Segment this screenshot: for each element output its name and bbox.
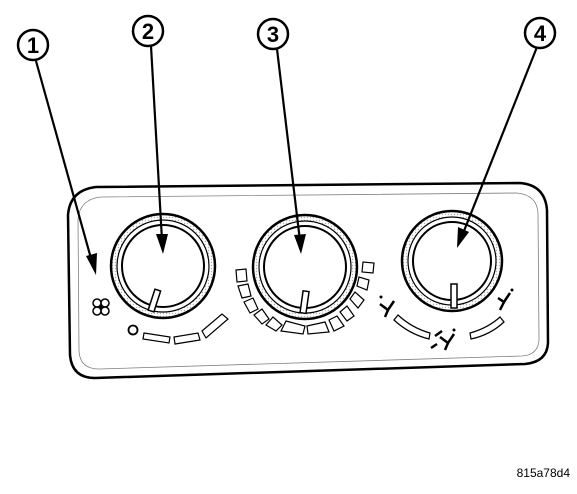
callout-number: 1 [27,33,39,58]
leader-1 [34,60,94,263]
temperature-scale [235,261,375,335]
leader-2 [149,45,164,241]
mode-knob[interactable] [400,209,504,313]
temperature-knob-pointer [299,289,310,315]
blower-knob[interactable] [109,212,217,320]
fan-icon [92,298,110,316]
callout-leaders [34,45,539,263]
mode-scale [393,314,505,340]
defrost-mode-icon [497,288,514,311]
callout-4: 4 [523,16,557,50]
callout-number: 3 [267,22,279,47]
callout-arrowheads [86,227,469,275]
leader-3 [275,48,302,242]
callout-1: 1 [16,28,50,62]
callout-2: 2 [131,14,165,48]
floor-mode-icon [379,295,396,318]
temperature-knob[interactable] [251,213,359,321]
callout-number: 4 [534,21,547,46]
off-circle-icon [127,324,139,336]
floor-defrost-mode-icon [430,328,456,351]
callout-3: 3 [256,17,290,51]
leader-4 [460,46,539,237]
blower-speed-scale [127,313,229,345]
blower-knob-pointer [147,288,162,313]
figure-code: 815a78d4 [517,466,571,480]
mode-knob-pointer [450,283,458,309]
callout-number: 2 [142,19,154,44]
